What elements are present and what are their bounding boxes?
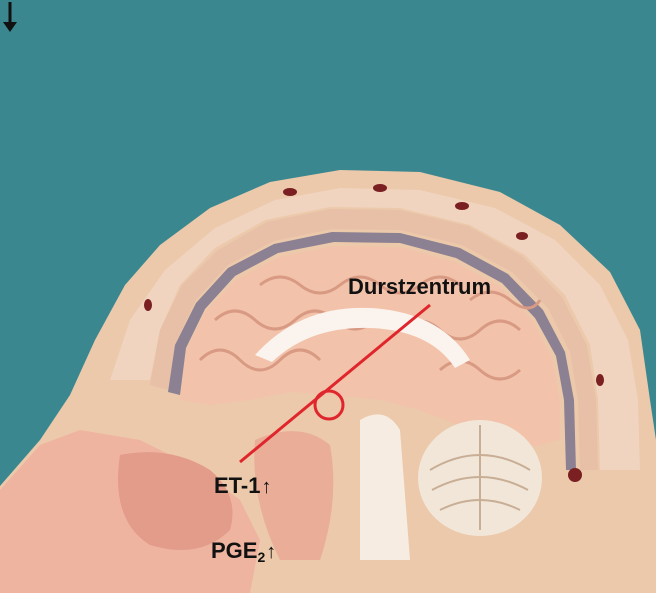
pge-up-arrow: ↑ [266,541,276,563]
et1-up-arrow: ↑ [261,476,271,498]
down-arrow-icon [0,0,20,34]
thirst-center-label: Durstzentrum [348,276,491,298]
et1-label: ET-1↑ [214,475,271,497]
et1-text: ET-1 [214,473,260,498]
pge-subscript: 2 [257,549,265,565]
pge2-label: PGE2↑ [211,540,276,564]
pge-text: PGE [211,538,257,563]
